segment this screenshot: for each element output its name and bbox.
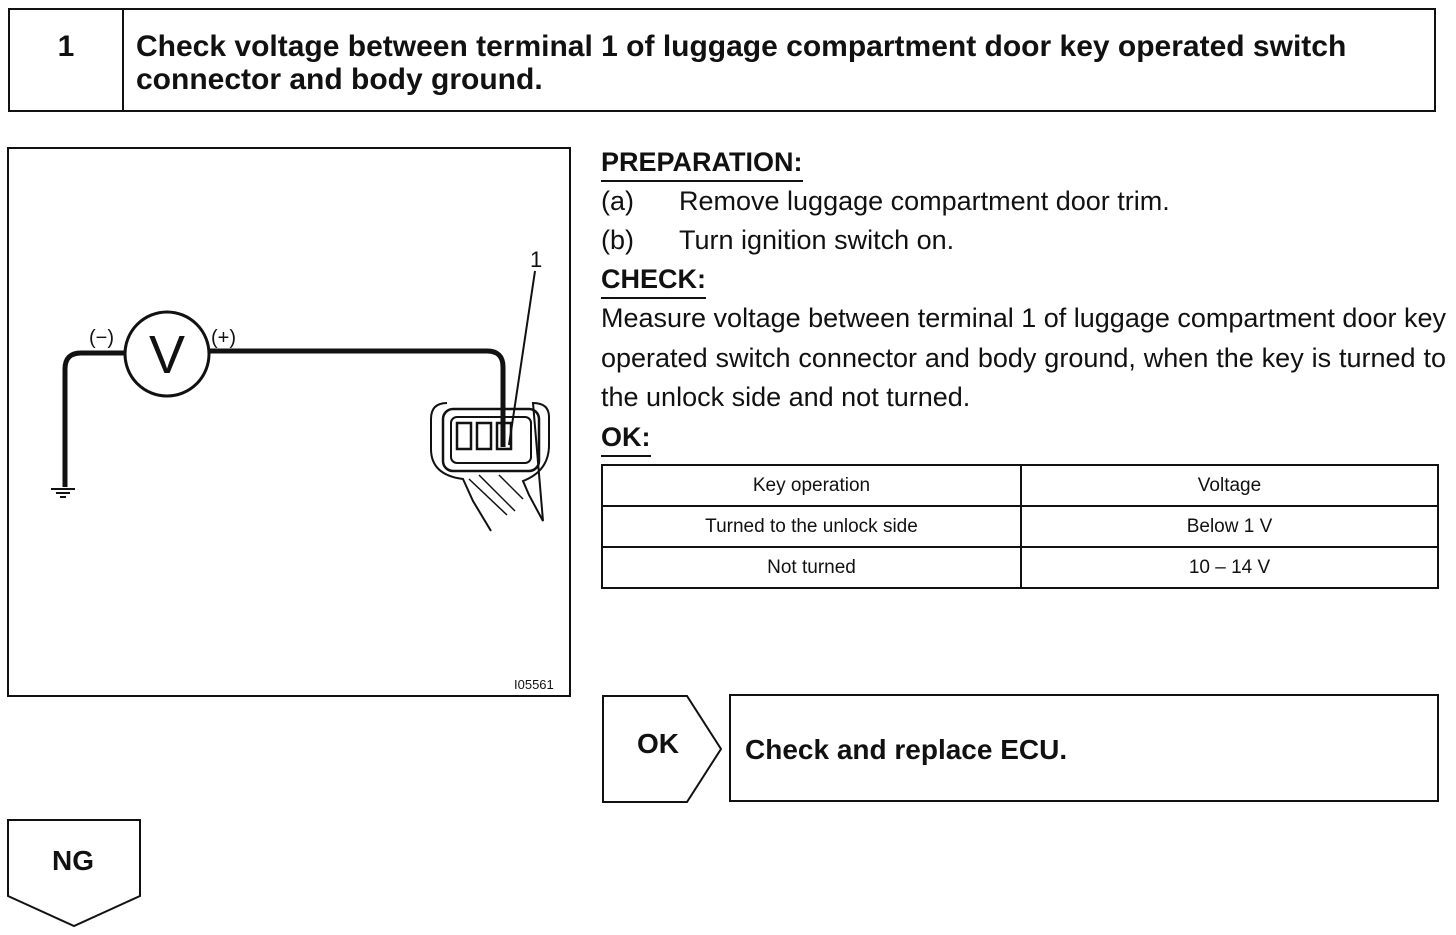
check-heading: CHECK:: [601, 262, 706, 299]
table-row: Not turned 10 – 14 V: [601, 546, 1439, 589]
terminal-callout-number: 1: [530, 247, 542, 272]
voltmeter-icon: V: [123, 310, 211, 398]
positive-terminal-label: (+): [211, 327, 236, 349]
table-cell: Below 1 V: [1020, 505, 1439, 548]
step-header: 1 Check voltage between terminal 1 of lu…: [8, 8, 1436, 112]
ok-spec-table: Key operation Voltage Turned to the unlo…: [601, 464, 1439, 589]
ground-icon: [51, 488, 75, 498]
ok-result-arrow: OK: [601, 694, 723, 804]
table-cell: 10 – 14 V: [1020, 546, 1439, 589]
ok-heading: OK:: [601, 420, 651, 457]
step-mark: (b): [601, 225, 634, 255]
preparation-step-b: (b) Turn ignition switch on.: [601, 223, 954, 257]
check-description: Measure voltage between terminal 1 of lu…: [601, 303, 1446, 412]
ok-action-text: Check and replace ECU.: [745, 734, 1068, 765]
ng-label: NG: [52, 845, 94, 876]
wiring-diagram: V (−) (+) 1 I05561: [51, 247, 554, 692]
preparation-step-a: (a) Remove luggage compartment door trim.: [601, 184, 1170, 218]
ng-result-arrow: NG: [6, 818, 144, 930]
ok-label: OK: [637, 728, 679, 759]
voltmeter-symbol: V: [149, 325, 185, 385]
terminal-callout-line: [508, 270, 536, 446]
ok-action-box: Check and replace ECU.: [729, 694, 1439, 802]
table-cell: Not turned: [601, 546, 1022, 589]
negative-terminal-label: (−): [89, 327, 114, 349]
figure-id: I05561: [514, 677, 554, 692]
ng-arrow-shape: [7, 819, 141, 928]
wiring-figure: V (−) (+) 1 I05561: [7, 147, 571, 697]
step-number: 1: [10, 10, 124, 110]
table-header-row: Key operation Voltage: [601, 464, 1439, 507]
preparation-heading: PREPARATION:: [601, 145, 803, 182]
step-mark: (a): [601, 186, 634, 216]
positive-lead-wire: [209, 348, 506, 447]
step-title: Check voltage between terminal 1 of lugg…: [136, 30, 1347, 96]
step-text: Remove luggage compartment door trim.: [679, 186, 1170, 216]
table-row: Turned to the unlock side Below 1 V: [601, 505, 1439, 548]
table-cell: Turned to the unlock side: [601, 505, 1022, 548]
ok-arrow-shape: [602, 695, 723, 803]
negative-lead-wire: [62, 350, 125, 487]
table-header: Voltage: [1020, 464, 1439, 507]
table-header: Key operation: [601, 464, 1022, 507]
connector-icon: [430, 401, 550, 532]
step-text: Turn ignition switch on.: [679, 225, 955, 255]
